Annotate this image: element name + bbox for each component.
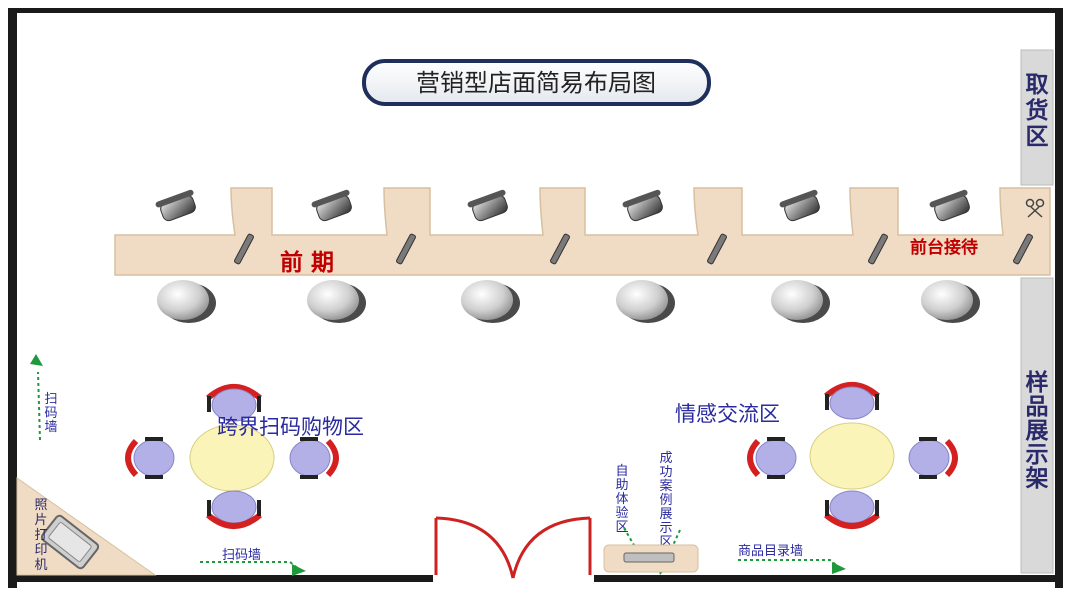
- self-experience-label: 自助体验区: [615, 464, 628, 535]
- round-stool-icon: [461, 280, 520, 323]
- self-experience-area: 自助体验区 成功案例展示区: [603, 451, 699, 575]
- pickup-label: 取货区: [1026, 72, 1049, 150]
- round-stool-icon: [616, 280, 675, 323]
- room-walls: [8, 8, 1063, 588]
- office-chair-icon: [622, 189, 663, 222]
- cross-border-zone-label: 跨界扫码购物区: [217, 415, 364, 439]
- green-arrow-icon: [832, 562, 846, 574]
- round-stool-icon: [157, 280, 216, 323]
- chair-icon: [824, 490, 880, 529]
- cross-border-table-group: 跨界扫码购物区: [125, 384, 364, 529]
- front-counter: 前 期 前台接待: [114, 187, 1051, 276]
- tablet-icon: [234, 233, 254, 265]
- catalog-wall-label: 商品目录墙: [738, 544, 803, 559]
- scan-wall-vertical-label: 扫码墙: [44, 392, 57, 435]
- chair-icon: [908, 437, 958, 479]
- office-chair-icon: [929, 189, 970, 222]
- success-cases-label: 成功案例展示区: [659, 451, 672, 550]
- tablets: [234, 198, 1045, 265]
- catalog-wall: 商品目录墙: [738, 544, 846, 574]
- emotion-table-group: 情感交流区: [675, 382, 958, 529]
- reception-label: 前台接待: [910, 237, 978, 258]
- page-title: 营销型店面简易布局图: [416, 69, 656, 97]
- chair-icon: [824, 382, 880, 420]
- office-chair-icon: [779, 189, 820, 222]
- office-chairs: [155, 189, 970, 222]
- round-stool-icon: [771, 280, 830, 323]
- tablet-icon: [396, 233, 416, 265]
- front-period-label: 前 期: [280, 249, 334, 276]
- photo-printer-area: 照片打印机: [16, 477, 157, 576]
- office-chair-icon: [467, 189, 508, 222]
- chair-icon: [289, 437, 339, 479]
- scissors-icon: [1025, 198, 1045, 218]
- emotion-zone-label: 情感交流区: [675, 402, 780, 426]
- office-chair-icon: [311, 189, 352, 222]
- round-stool-icon: [921, 280, 980, 323]
- double-door-icon: [434, 516, 592, 579]
- tablet-icon: [868, 233, 888, 265]
- scan-wall-left: 扫码墙: [30, 354, 58, 441]
- round-table-icon: [809, 422, 895, 490]
- title-box: 营销型店面简易布局图: [362, 59, 711, 106]
- pickup-area: 取货区: [1020, 49, 1054, 186]
- chair-icon: [125, 437, 175, 479]
- chair-icon: [747, 437, 797, 479]
- photo-printer-label: 照片打印机: [34, 498, 47, 573]
- tablet-icon: [707, 233, 727, 265]
- green-arrow-icon: [30, 354, 43, 366]
- tablet-icon: [550, 233, 570, 265]
- scan-wall-bottom: 扫码墙: [200, 548, 306, 576]
- round-stool-icon: [307, 280, 366, 323]
- chair-icon: [206, 490, 262, 529]
- chair-icon: [206, 384, 262, 422]
- round-stools: [157, 280, 980, 323]
- office-chair-icon: [155, 189, 196, 222]
- green-arrow-icon: [292, 564, 306, 576]
- sample-display-shelf: 样品展示架: [1020, 277, 1054, 574]
- scan-wall-bottom-label: 扫码墙: [222, 548, 261, 563]
- tablet-icon: [1013, 233, 1033, 265]
- sample-shelf-label: 样品展示架: [1026, 369, 1049, 492]
